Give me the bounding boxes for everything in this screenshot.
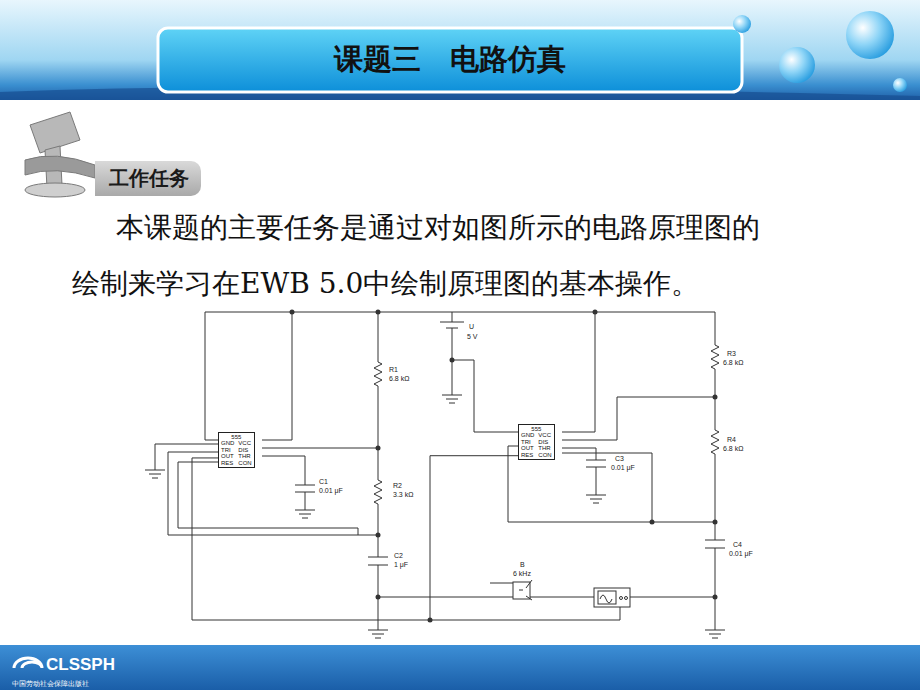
pin-name: GND — [221, 440, 234, 446]
publisher-logo — [14, 658, 42, 668]
component-value: 6.8 kΩ — [722, 359, 744, 367]
component-label: C2 — [393, 552, 404, 560]
component-label: B — [519, 561, 526, 569]
component-value: 0.01 μF — [318, 487, 344, 495]
pin-name: CON — [538, 452, 551, 458]
pin-columns: GNDTRIOUTRES VCCDISTHRCON — [521, 432, 552, 458]
component-value: 3.3 kΩ — [392, 491, 414, 499]
pin-column: GNDTRIOUTRES — [221, 440, 234, 466]
pin-name: CON — [238, 460, 251, 466]
component-label: R2 — [392, 482, 403, 490]
pin-name: TRI — [221, 447, 234, 453]
badge-text: 工作任务 — [109, 166, 189, 190]
body-text: 本课题的主要任务是通过对如图所示的电路原理图的绘制来学习在EWB 5.0中绘制原… — [72, 200, 780, 312]
pin-column: VCCDISTHRCON — [538, 432, 551, 458]
component-value: 0.01 μF — [728, 550, 754, 558]
slide-title: 课题三 电路仿真 — [158, 28, 742, 92]
pin-name: DIS — [538, 439, 551, 445]
pin-column: GNDTRIOUTRES — [521, 432, 534, 458]
pin-name: RES — [521, 452, 534, 458]
component-value: 0.01 μF — [610, 464, 636, 472]
pin-name: VCC — [538, 432, 551, 438]
component-label: C4 — [732, 541, 743, 549]
pin-name: THR — [538, 445, 551, 451]
pin-name: DIS — [238, 447, 251, 453]
component-value: 1 μF — [393, 561, 409, 569]
pin-name: RES — [221, 460, 234, 466]
component-value: 6.8 kΩ — [388, 375, 410, 383]
task-icon — [25, 112, 95, 197]
section-badge: 工作任务 — [95, 161, 201, 196]
pin-name: TRI — [521, 439, 534, 445]
component-label: R1 — [388, 366, 399, 374]
component-label: R4 — [726, 436, 737, 444]
pin-name: OUT — [521, 445, 534, 451]
component-label: R3 — [726, 350, 737, 358]
pin-name: VCC — [238, 440, 251, 446]
component-value: 6 kHz — [512, 570, 532, 578]
pin-name: OUT — [221, 453, 234, 459]
component-label: C3 — [614, 455, 625, 463]
signal-wire — [192, 456, 518, 620]
pin-column: VCCDISTHRCON — [238, 440, 251, 466]
publisher-name: 中国劳动社会保障出版社 — [12, 679, 89, 689]
pin-columns: GNDTRIOUTRES VCCDISTHRCON — [221, 440, 252, 466]
wire-path — [192, 456, 518, 620]
component-label: U — [468, 323, 475, 331]
pin-name: THR — [238, 453, 251, 459]
pin-name: GND — [521, 432, 534, 438]
ic-555-chip: 555GNDTRIOUTRES VCCDISTHRCON — [518, 424, 555, 460]
component-value: 5 V — [466, 333, 479, 341]
component-label: C1 — [318, 478, 329, 486]
chip-name: 555 — [521, 426, 552, 432]
component-value: 6.8 kΩ — [722, 445, 744, 453]
publisher-mark: CLSSPH — [46, 655, 115, 675]
chip-name: 555 — [221, 434, 252, 440]
ic-555-chip: 555GNDTRIOUTRES VCCDISTHRCON — [218, 432, 255, 468]
